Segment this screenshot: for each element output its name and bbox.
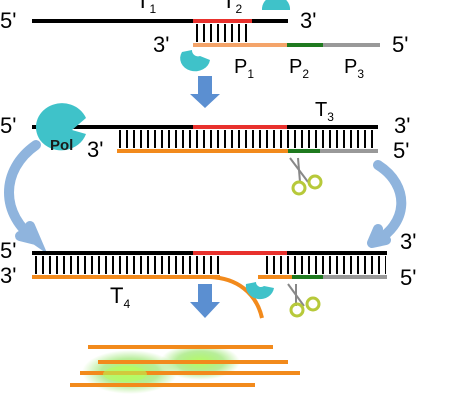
label-3prime-row1-left: 3' — [153, 32, 169, 57]
displaced-probe-row3 — [209, 275, 264, 319]
label-p3: P3 — [344, 56, 364, 81]
glow-core — [103, 366, 147, 382]
label-5prime-row1: 5' — [0, 8, 16, 33]
label-3prime-row3-left: 3' — [0, 263, 16, 288]
down-arrow-2-icon — [190, 284, 220, 318]
label-t1: T1 — [136, 0, 156, 16]
label-t4: T4 — [110, 283, 130, 311]
label-3prime-row2-left: 3' — [87, 137, 103, 162]
curved-arrow-right-icon — [367, 160, 407, 248]
base-pairs-row2 — [117, 130, 375, 148]
enzyme-top-shape — [262, 0, 291, 10]
row-3: 5' 3' 3' 5' T4 — [0, 229, 416, 319]
row-1: 5' 3' T1 T2 3' 5' P1 P2 P3 — [0, 0, 408, 81]
base-pairs-row3-right — [262, 256, 386, 274]
down-arrow-icon — [190, 76, 220, 108]
label-3prime-row2-right: 3' — [394, 113, 410, 138]
row-2: 5' 3' T3 Pol 3' 5' — [0, 99, 410, 196]
label-t3: T3 — [315, 99, 334, 124]
amplified-products — [70, 344, 300, 394]
label-5prime-row2-right: 5' — [393, 138, 409, 163]
label-t2: T2 — [222, 0, 242, 16]
label-5prime-row1-right: 5' — [392, 32, 408, 57]
label-5prime-row2: 5' — [0, 113, 16, 138]
polymerase-label: Pol — [50, 137, 73, 154]
label-5prime-row3-right: 5' — [400, 265, 416, 290]
scissors-icon-row3 — [287, 283, 321, 318]
label-p2: P2 — [289, 56, 309, 81]
label-5prime-row3: 5' — [0, 238, 16, 263]
label-p1: P1 — [234, 56, 254, 81]
label-3prime-row3-right: 3' — [400, 229, 416, 254]
base-pairs-row3-left — [32, 256, 222, 274]
enzyme-row1 — [180, 50, 210, 72]
polymerase-shape — [35, 103, 86, 151]
enzyme-row3 — [245, 282, 274, 300]
label-3prime-row1-right: 3' — [300, 8, 316, 33]
scissors-icon — [289, 157, 323, 196]
curved-arrow-left-icon — [4, 140, 48, 255]
base-pairs-row1 — [196, 24, 250, 42]
